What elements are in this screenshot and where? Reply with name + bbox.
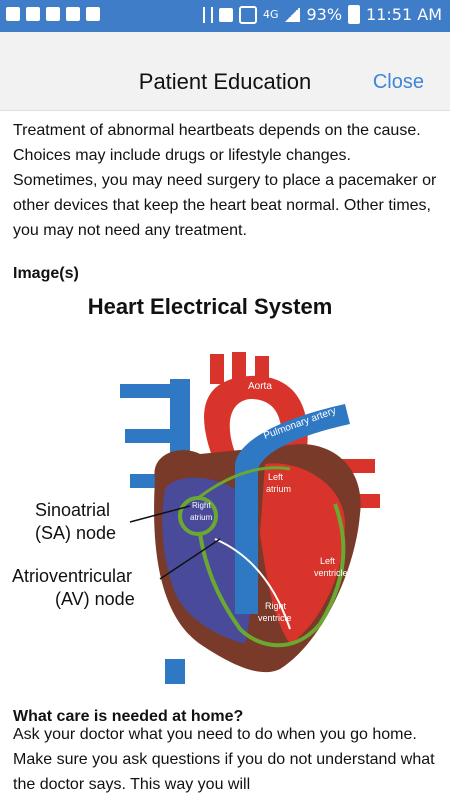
- care-paragraph: Ask your doctor what you need to do when…: [13, 726, 435, 793]
- header-bar: Patient Education Close: [0, 32, 450, 111]
- pulmonary-artery-shape: [235, 404, 350, 614]
- inferior-vena-cava-shape: [165, 659, 185, 684]
- care-heading: What care is needed at home?: [13, 708, 244, 725]
- left-ventricle-label-2: ventricle: [314, 568, 348, 578]
- nfc-icon: [218, 7, 233, 22]
- left-ventricle-shape: [260, 463, 345, 644]
- battery-icon: [348, 5, 361, 24]
- system-indicators: 4G 93% 11:51 AM: [202, 5, 442, 24]
- notification-icons: [6, 7, 100, 21]
- mute-icon: [238, 5, 257, 24]
- sa-node-label-1: Sinoatrial: [35, 500, 110, 520]
- left-ventricle-label-1: Left: [320, 556, 336, 566]
- article-content: Treatment of abnormal heartbeats depends…: [13, 118, 437, 286]
- page-title: Patient Education: [138, 69, 312, 94]
- av-node-label-1: Atrioventricular: [12, 566, 132, 586]
- email-icon: [46, 7, 60, 21]
- image-icon: [66, 7, 80, 21]
- aorta-label: Aorta: [248, 381, 272, 392]
- diagram-title: Heart Electrical System: [88, 294, 333, 319]
- app-notification-icon: [26, 7, 40, 21]
- images-heading: Image(s): [13, 265, 79, 282]
- left-atrium-label-2: atrium: [266, 484, 291, 494]
- sa-node-label-2: (SA) node: [35, 523, 116, 543]
- right-ventricle-label-2: ventricle: [258, 613, 292, 623]
- intro-paragraph: Treatment of abnormal heartbeats depends…: [13, 122, 437, 239]
- clock: 11:51 AM: [366, 5, 442, 24]
- network-type: 4G: [262, 8, 279, 21]
- conduction-pathway: [198, 503, 346, 648]
- signal-icon: [284, 7, 301, 22]
- battery-percent: 93%: [306, 5, 343, 24]
- left-atrium-label-1: Left: [268, 472, 284, 482]
- right-ventricle-label-1: Right: [265, 601, 287, 611]
- status-bar: 4G 93% 11:51 AM: [0, 0, 450, 32]
- right-atrium-label-1: Right: [192, 501, 211, 510]
- heart-electrical-diagram: Heart Electrical System Aorta Pulmonary …: [12, 294, 380, 684]
- flipboard-icon: [86, 7, 100, 21]
- bluetooth-icon: [202, 6, 213, 23]
- gmail-icon: [6, 7, 20, 21]
- right-atrium-label-2: atrium: [190, 513, 213, 522]
- close-button[interactable]: Close: [372, 71, 424, 93]
- av-node-label-2: (AV) node: [55, 589, 135, 609]
